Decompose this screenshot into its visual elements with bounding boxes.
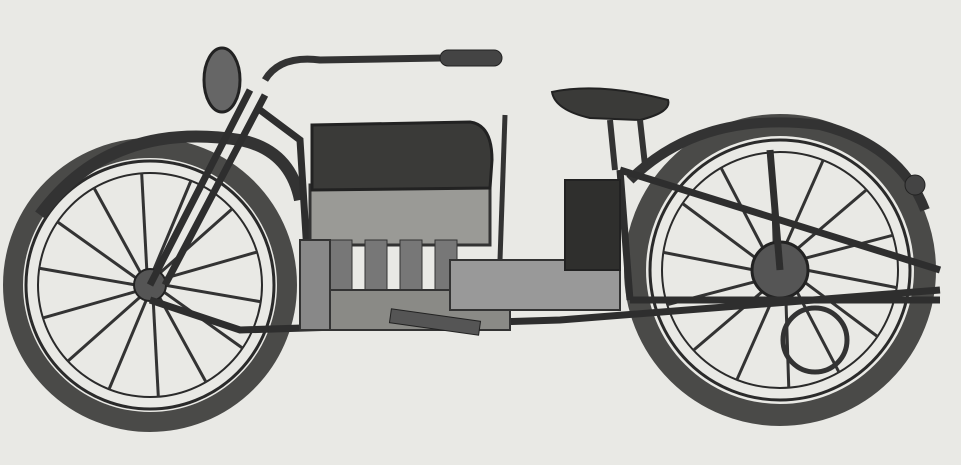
spoke (56, 220, 139, 281)
spoke (107, 298, 149, 390)
seat (550, 87, 670, 122)
spoke (805, 268, 897, 290)
footboard (388, 308, 482, 336)
spoke (735, 294, 776, 381)
fuel-tank (310, 120, 494, 192)
spoke (157, 207, 234, 276)
spoke (42, 289, 138, 320)
spoke (663, 250, 755, 272)
spoke (803, 233, 894, 261)
handlebar-grip (439, 49, 503, 67)
spoke (151, 298, 160, 397)
spoke (802, 280, 879, 338)
spoke (66, 294, 143, 363)
spoke (681, 202, 758, 260)
tool-box (564, 179, 621, 271)
gear-lever (497, 114, 508, 261)
spoke (795, 188, 868, 251)
spoke (162, 250, 258, 281)
handlebar (261, 54, 441, 82)
rear-fender (626, 117, 930, 212)
spoke (784, 295, 791, 388)
engine (299, 183, 621, 331)
spoke (784, 159, 825, 246)
spoke (92, 187, 143, 275)
spoke (151, 180, 193, 272)
tail-lamp (904, 174, 926, 196)
brake-drum (780, 305, 850, 375)
headlamp (202, 46, 242, 114)
spoke (39, 266, 137, 287)
spoke (163, 283, 261, 304)
front-fender (35, 130, 306, 219)
spoke (157, 295, 208, 383)
rear-wheel (624, 114, 936, 426)
spoke (140, 173, 149, 272)
seat-spring (607, 119, 648, 171)
